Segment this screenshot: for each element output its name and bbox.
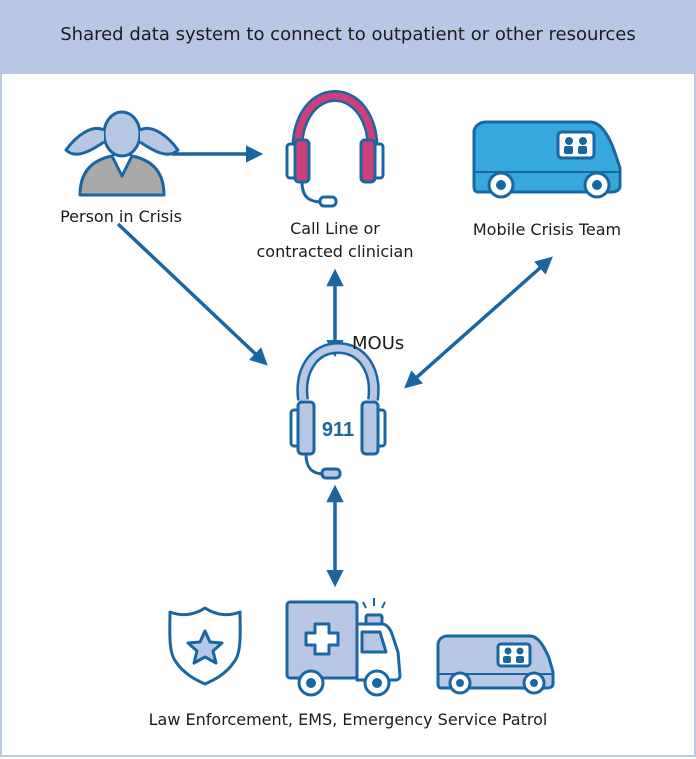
person-in-crisis-label: Person in Crisis [60, 207, 182, 226]
arrow-mobile-911 [404, 256, 553, 389]
person-in-crisis-icon [64, 110, 180, 197]
responders-label: Law Enforcement, EMS, Emergency Service … [148, 710, 548, 729]
header-banner: Shared data system to connect to outpati… [0, 0, 696, 74]
call-line-label-line1: Call Line or [290, 219, 380, 238]
headset-icon [285, 90, 385, 208]
ambulance-icon [285, 598, 402, 697]
header-title: Shared data system to connect to outpati… [60, 24, 636, 45]
911-headset-icon [289, 342, 387, 480]
call-line-label-line2: contracted clinician [256, 242, 414, 261]
mous-label: MOUs [352, 333, 405, 354]
arrow-person-to-911 [116, 222, 268, 366]
911-label: 911 [322, 419, 354, 441]
van-icon [472, 120, 622, 199]
mobile-crisis-team-label: Mobile Crisis Team [472, 220, 622, 239]
police-badge-icon [168, 606, 242, 686]
van-icon [436, 634, 555, 695]
